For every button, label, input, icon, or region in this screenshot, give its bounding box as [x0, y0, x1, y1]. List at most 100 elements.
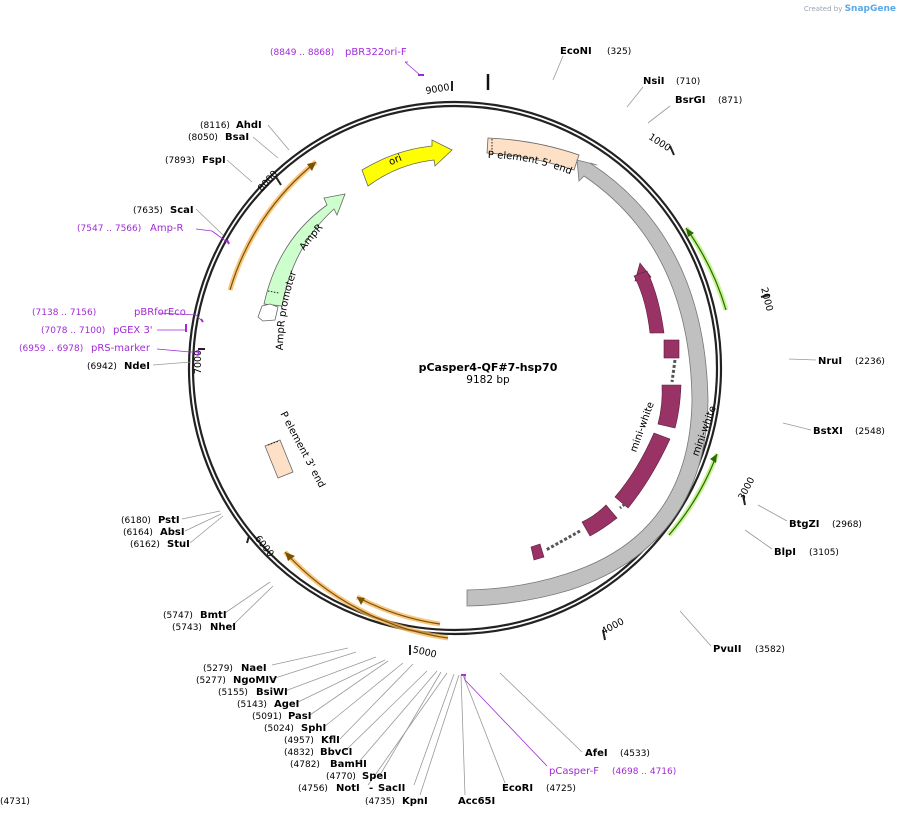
orange-arc-left-arrow [307, 162, 316, 171]
enzyme-leader-line [379, 671, 442, 776]
mini-white-feature-magenta [530, 262, 682, 561]
primer-position: (8849 .. 8868) [270, 48, 334, 58]
p-element-3-dotted [267, 440, 280, 446]
primer-mark-pbrforeco [200, 318, 204, 323]
orange-arc-bottom-outer-core [284, 551, 449, 639]
enzyme-position: (4756) [298, 784, 328, 794]
enzyme-position: (4735) [365, 797, 395, 807]
primer-position: (7138 .. 7156) [32, 308, 96, 318]
tick-mark [602, 629, 606, 641]
primer-position: (4698 .. 4716) [612, 767, 676, 777]
tick-mark [760, 294, 771, 298]
primer-position: (7547 .. 7566) [77, 224, 141, 234]
enzyme-leader-line [339, 663, 414, 740]
green-arc-lower-arrow [710, 454, 717, 463]
mini-white-feature-grey [466, 159, 709, 607]
primer-leader-line [195, 228, 213, 232]
enzyme-leader-line [357, 670, 438, 764]
enzyme-position: (325) [607, 47, 631, 57]
mini-white-magenta-exon-5 [581, 504, 618, 537]
primer-leader-line [404, 61, 421, 76]
enzyme-position: (6162) [130, 540, 160, 550]
enzyme-name: AgeI [274, 699, 299, 710]
enzyme-position: (4533) [620, 749, 650, 759]
enzyme-name: AfeI [585, 748, 608, 759]
tick-mark [669, 145, 675, 156]
enzyme-leader-line [271, 647, 349, 666]
ori-label: ori [387, 153, 403, 168]
enzyme-leader-line [184, 513, 222, 532]
enzyme-position: (3582) [755, 645, 785, 655]
mini-white-magenta-exon-4 [614, 432, 671, 509]
enzyme-name: BsiWI [256, 687, 288, 698]
primer-leader-line [158, 312, 197, 316]
backbone-outer-strand [187, 100, 723, 636]
mini-white-magenta-intron-3 [545, 529, 581, 552]
enzyme-position: (6942) [87, 362, 117, 372]
orange-arc-bottom-outer [283, 550, 449, 641]
green-arc-upper-arrow [686, 228, 694, 237]
enzyme-leader-line [647, 105, 671, 124]
enzyme-leader-line [419, 674, 460, 796]
enzyme-name: AbsI [160, 527, 185, 538]
tick-label: 3000 [736, 476, 757, 503]
mini-white-magenta-exon-2 [663, 339, 680, 359]
enzyme-name: BsrGI [675, 95, 705, 106]
enzyme-name: NgoMIV [233, 675, 277, 686]
enzyme-position: (2548) [855, 427, 885, 437]
enzyme-position: (4957) [284, 736, 314, 746]
feature-layer: ori P element 5' end AmpR AmpR promoter … [185, 74, 729, 676]
enzyme-leader-line [323, 662, 404, 728]
p-element-3-feature [264, 439, 294, 479]
tick-label: 8000 [256, 169, 280, 194]
ampr-dotted [267, 290, 280, 294]
enzyme-leader-line [152, 361, 192, 366]
enzyme-position: (871) [718, 96, 742, 106]
enzyme-name: NotI [336, 783, 360, 794]
tick-label: 4000 [600, 616, 627, 637]
snapgene-credit: Created by SnapGene [804, 4, 896, 14]
enzyme-position: (8050) [188, 133, 218, 143]
enzyme-name: PvuII [713, 644, 741, 655]
ampr-feature [263, 193, 346, 307]
enzyme-leader-line [271, 651, 357, 680]
enzyme-position: (5024) [264, 724, 294, 734]
enzyme-position: (6180) [121, 516, 151, 526]
enzyme-position: (5747) [163, 611, 193, 621]
enzyme-name: NaeI [241, 663, 267, 674]
enzyme-leader-line [462, 674, 506, 784]
enzyme-leader-line [195, 208, 224, 236]
snapgene-logo: SnapGene [844, 4, 896, 14]
enzyme-leader-line [309, 660, 389, 716]
primer-name: Amp-R [150, 223, 184, 234]
enzyme-name: Acc65I [458, 796, 495, 807]
mini-white-magenta-exon-3 [657, 384, 682, 429]
leader-layer [152, 55, 817, 796]
ampr-promoter-feature [257, 303, 279, 322]
enzyme-leader-line [782, 422, 812, 431]
primer-name: pBRforEco [134, 307, 186, 318]
enzyme-position: (4770) [326, 772, 356, 782]
ori-feature [361, 139, 453, 187]
enzyme-leader-line [757, 504, 788, 522]
enzyme-position: (4832) [284, 748, 314, 758]
enzyme-name: BmtI [200, 610, 227, 621]
primer-name: pRS-marker [91, 343, 151, 354]
tick-mark [246, 535, 250, 544]
backbone-inner-strand [191, 104, 719, 632]
enzyme-leader-line [626, 86, 644, 108]
primer-mark-ampr [226, 239, 230, 245]
tick-label: 2000 [758, 286, 775, 312]
enzyme-leader-line [284, 656, 377, 692]
enzyme-leader-line [552, 55, 564, 81]
enzyme-name: NsiI [643, 76, 664, 87]
primer-name: pCasper-F [549, 766, 599, 777]
enzyme-position: (4782) [290, 760, 320, 770]
enzyme-name: KflI [321, 735, 340, 746]
tick-mark [742, 494, 746, 506]
mini-white-magenta-intron-2 [619, 502, 626, 510]
p-element-3-label: P element 3' end [277, 410, 327, 490]
enzyme-name: SphI [301, 723, 326, 734]
enzyme-position: (7635) [133, 206, 163, 216]
enzyme-leader-line [267, 124, 290, 151]
